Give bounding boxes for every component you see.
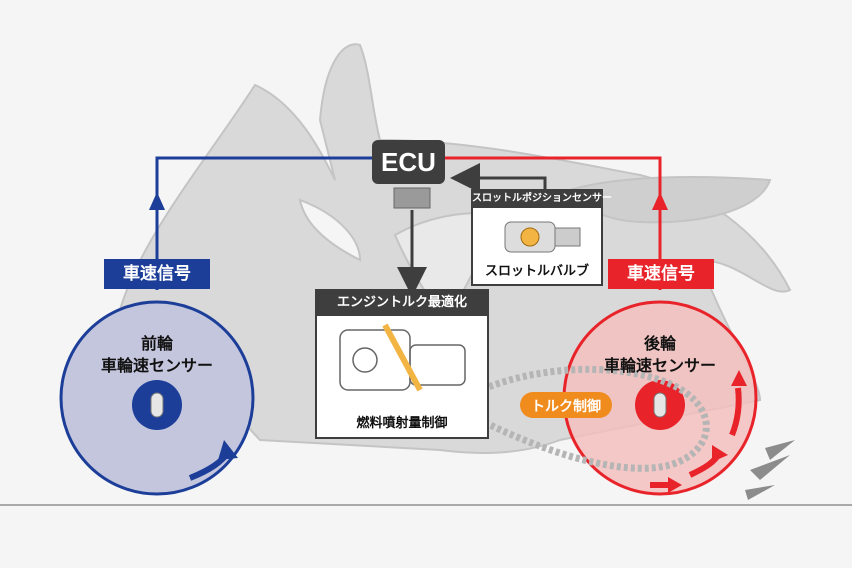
fuel-injection-caption: 燃料噴射量制御 [356, 416, 448, 431]
rear-rotation-arrows [650, 370, 747, 493]
rear-wheel-name: 後輪 [643, 334, 676, 353]
front-signal-line [155, 156, 372, 290]
front-speed-signal-label: 車速信号 [104, 259, 210, 289]
rear-wheel [562, 300, 758, 496]
engine-illustration [339, 323, 466, 392]
torque-control-label: トルク制御 [531, 399, 601, 415]
throttle-sensor-title: スロットルポジションセンサー [472, 190, 612, 208]
front-wheel-name: 前輪 [140, 334, 173, 353]
engine-title: エンジントルク最適化 [316, 290, 488, 316]
ecu-label: ECU [381, 147, 436, 177]
ecu-box [372, 140, 445, 184]
rear-wheel-sensor-name: 車輪速センサー [603, 356, 716, 375]
ecu-connector [393, 187, 431, 209]
drive-belt [468, 365, 710, 472]
torque-control-badge-bg [520, 392, 612, 418]
rear-speed-signal-label: 車速信号 [608, 259, 714, 289]
throttle-valve-caption: スロットルバルブ [484, 264, 589, 279]
front-signal-arrowhead [149, 192, 165, 210]
front-wheel [59, 300, 255, 496]
throttle-valve-illustration [504, 221, 581, 253]
rear-signal-arrowhead [652, 192, 668, 210]
rear-signal-line [445, 156, 662, 290]
front-wheel-sensor-name: 車輪速センサー [100, 356, 213, 375]
wheel-spin-marks [745, 440, 795, 500]
